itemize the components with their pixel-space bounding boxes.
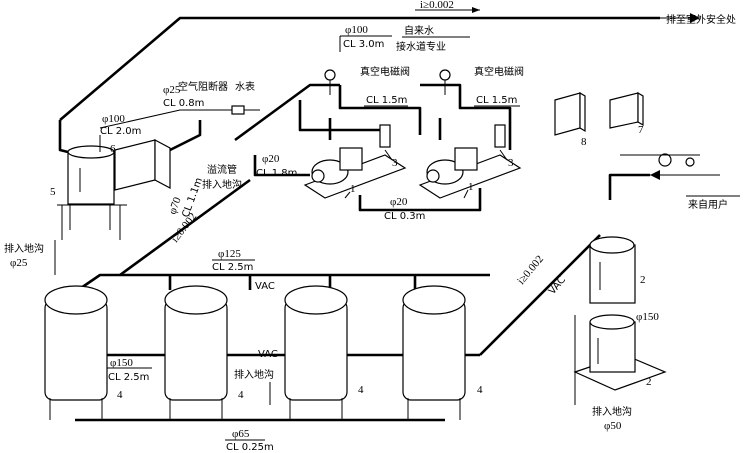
control-cabinet-7 bbox=[609, 91, 644, 129]
inlet-valves bbox=[620, 153, 700, 167]
pipe-20a-diameter: φ20 bbox=[262, 153, 280, 165]
vac-low-diameter: φ150 bbox=[110, 357, 133, 369]
water-meter-icon bbox=[231, 105, 245, 115]
control-cabinet-8 bbox=[554, 91, 586, 136]
vac-low-cl: CL 2.5m bbox=[108, 372, 149, 383]
item-8: 8 bbox=[581, 136, 587, 148]
item-5: 5 bbox=[50, 186, 56, 198]
to-trench-left-diameter: φ25 bbox=[10, 257, 28, 269]
item-4d: 4 bbox=[477, 384, 483, 396]
item-4c: 4 bbox=[358, 384, 364, 396]
vacuum-tank-4a bbox=[44, 285, 108, 420]
item-3b: 3 bbox=[508, 157, 514, 169]
item-1a: 1 bbox=[350, 183, 356, 195]
vacuum-pump-1 bbox=[303, 147, 407, 199]
vacuum-tank-4d bbox=[402, 285, 466, 420]
pipe-100b-diameter: φ100 bbox=[102, 113, 125, 125]
vac-low-label: VAC bbox=[258, 349, 278, 360]
item-6: 6 bbox=[110, 143, 116, 155]
pipe-70-cl: CL 1.1m bbox=[180, 176, 204, 219]
pipe-20b-diameter: φ20 bbox=[390, 196, 408, 208]
item-2a: 2 bbox=[640, 274, 646, 286]
vac-main-diameter: φ125 bbox=[218, 248, 241, 260]
vac-riser-label: VAC bbox=[547, 275, 568, 297]
to-trench-label-1: 排入地沟 bbox=[202, 178, 242, 191]
drain-cl: CL 0.25m bbox=[226, 442, 274, 453]
exhaust-pipe bbox=[59, 7, 700, 121]
to-trench-right-diameter: φ50 bbox=[604, 420, 622, 432]
drain-diameter: φ65 bbox=[232, 428, 250, 440]
tap-water-label: 自来水 bbox=[404, 24, 434, 37]
vacuum-tank-4b bbox=[164, 285, 228, 420]
vac-riser-pipe bbox=[479, 170, 720, 356]
to-trench-left-label: 排入地沟 bbox=[4, 242, 44, 255]
bottom-drain-pipe bbox=[75, 418, 445, 441]
water-pipe-diameter: φ100 bbox=[345, 24, 368, 36]
solenoid-valve-right-label: 真空电磁阀 bbox=[474, 65, 524, 78]
to-trench-right-label: 排入地沟 bbox=[592, 405, 632, 418]
overflow-pipe-label: 溢流管 bbox=[207, 163, 237, 176]
item-1b: 1 bbox=[468, 181, 474, 193]
from-user-label: 来自用户 bbox=[688, 198, 728, 211]
solenoid-valve-left bbox=[324, 69, 336, 95]
separator-1 bbox=[379, 124, 391, 148]
vacuum-pump-2 bbox=[418, 147, 522, 199]
pipe-20a-cl: CL 1.8m bbox=[256, 168, 297, 179]
cl-right-label: CL 1.5m bbox=[476, 95, 517, 106]
tank2-diameter: φ150 bbox=[636, 311, 659, 323]
separator-2 bbox=[494, 124, 506, 148]
cl-left-label: CL 1.5m bbox=[366, 95, 407, 106]
collection-tank-2-lower bbox=[573, 314, 667, 391]
pipe-70-diameter: φ70 bbox=[167, 195, 184, 216]
vac-top-label: VAC bbox=[255, 281, 275, 292]
pipe-25-cl: CL 0.8m bbox=[163, 98, 204, 109]
right-slope-label: i≥0.002 bbox=[515, 253, 546, 287]
air-box-6 bbox=[114, 139, 171, 191]
solenoid-valve-right bbox=[439, 69, 451, 95]
item-4a: 4 bbox=[117, 389, 123, 401]
water-tank-5 bbox=[57, 145, 127, 240]
pipe-100b-cl: CL 2.0m bbox=[100, 126, 141, 137]
to-trench-mid-label: 排入地沟 bbox=[234, 368, 274, 381]
item-4b: 4 bbox=[238, 389, 244, 401]
collection-tank-2-upper bbox=[589, 236, 636, 304]
exhaust-destination-label: 排至室外安全处 bbox=[666, 13, 736, 26]
solenoid-valve-left-label: 真空电磁阀 bbox=[360, 65, 410, 78]
tap-water-note: 接水道专业 bbox=[396, 40, 446, 53]
air-breaker-label: 空气阻断器 bbox=[178, 80, 228, 93]
pipe-20b-cl: CL 0.3m bbox=[384, 211, 425, 222]
exhaust-slope-label: i≥0.002 bbox=[420, 0, 454, 11]
vac-main-cl: CL 2.5m bbox=[212, 262, 253, 273]
item-7: 7 bbox=[638, 124, 644, 136]
item-2b: 2 bbox=[646, 376, 652, 388]
item-3a: 3 bbox=[392, 157, 398, 169]
water-meter-label: 水表 bbox=[235, 80, 255, 93]
vac-main-pipe bbox=[77, 178, 490, 292]
vacuum-tank-4c bbox=[284, 285, 348, 420]
water-pipe-cl: CL 3.0m bbox=[343, 39, 384, 50]
pipe-25-diameter: φ25 bbox=[163, 84, 181, 96]
